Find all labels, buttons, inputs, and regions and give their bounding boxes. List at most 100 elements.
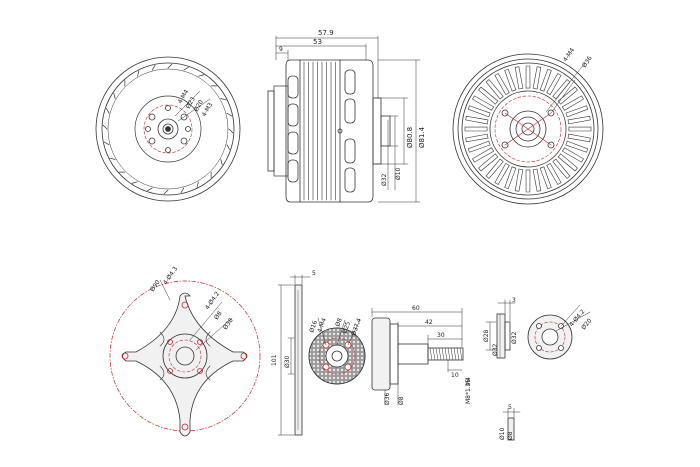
thread-line — [441, 347, 445, 361]
dim-shaft-length: 9 — [279, 46, 283, 53]
dim-thread-length: 10 — [451, 372, 459, 379]
label-d8-disc: Ø8 — [334, 317, 344, 328]
dim-adapter-d8: Ø8 — [398, 396, 405, 405]
label-d36: Ø36 — [581, 55, 594, 69]
dim-mount-d30: Ø30 — [284, 355, 291, 368]
cooling-fin — [567, 133, 591, 143]
dim-adapter-d32b: Ø32 — [511, 331, 518, 344]
dim-adapter-d36: Ø36 — [384, 392, 391, 405]
thread-line — [435, 347, 439, 361]
dim-adapter-mid: 42 — [425, 319, 433, 326]
rim-slot — [220, 159, 223, 166]
cooling-fin — [485, 158, 504, 179]
prop-side-labels: 60 42 30 10 Ø8 Ø36 M8*1.25 M4 — [384, 305, 472, 405]
thread-line — [447, 347, 451, 361]
dim-thread-m4: M4 — [465, 377, 472, 386]
rim-slot — [220, 98, 227, 101]
mount-side-labels: 5 101 Ø30 — [271, 270, 316, 368]
dim-mount-thickness: 5 — [312, 270, 316, 277]
rim-slot — [183, 66, 189, 71]
rim-slot — [109, 157, 116, 160]
cooling-fin — [552, 158, 571, 179]
top-right-view — [452, 53, 604, 205]
cooling-fin — [467, 140, 491, 153]
side-view — [267, 35, 421, 203]
rim-slot — [151, 64, 156, 71]
mount-view — [109, 279, 261, 437]
side-view-labels: 57.9 53 9 Ø81.4 Ø80.8 Ø10 Ø32 — [279, 29, 426, 186]
thread-line — [429, 347, 433, 361]
dim-outer-diameter: Ø81.4 — [418, 126, 426, 148]
label-d374: Ø37.4 — [350, 317, 363, 337]
adapter-front-view — [527, 304, 591, 360]
thread-line — [453, 347, 457, 361]
dim-adapter-d28: Ø28 — [483, 329, 490, 342]
cooling-fin — [494, 73, 510, 96]
thread-line — [459, 347, 463, 361]
dim-adapter-d32a: Ø32 — [492, 343, 499, 356]
rim-slot — [113, 92, 116, 99]
dim-thread-m8: M8*1.25 — [465, 378, 472, 404]
rim-slot — [228, 128, 234, 134]
dim-adapter-length: 60 — [412, 305, 420, 312]
cooling-fin — [565, 105, 589, 118]
thread-line — [456, 347, 460, 361]
cooling-fin — [532, 168, 542, 192]
cooling-fin — [472, 95, 495, 111]
rim-slot — [226, 144, 231, 150]
prop-disc-view — [308, 317, 366, 385]
cooling-fin — [561, 95, 584, 111]
rim-slot — [196, 181, 199, 188]
cooling-fin — [539, 68, 552, 92]
rim-slot — [103, 141, 110, 146]
cooling-fin — [504, 68, 517, 92]
label-d20-b: Ø20 — [580, 317, 593, 331]
small-part-view — [502, 407, 521, 441]
dim-shaft-d10: Ø10 — [395, 167, 402, 180]
cooling-fin — [557, 153, 578, 172]
rim-slot — [163, 189, 169, 195]
rim-slot — [180, 187, 185, 194]
cooling-fin — [485, 79, 504, 100]
cooling-fin — [465, 115, 489, 125]
cooling-fin — [546, 73, 562, 96]
cooling-fin — [525, 169, 531, 193]
adapter-side-labels: 3 Ø28 Ø32 Ø32 — [483, 297, 518, 356]
label-4d42: 4-Ø4.2 — [204, 290, 221, 311]
thread-line — [438, 347, 442, 361]
dim-body-length: 53 — [313, 38, 322, 46]
rim-slot — [102, 124, 108, 130]
label-d25: Ø25 — [341, 321, 352, 335]
cooling-fin — [561, 147, 584, 163]
prop-side-view — [371, 307, 464, 406]
dim-adapter-shaft: 30 — [437, 332, 445, 339]
cooling-fin — [464, 126, 488, 132]
dim-part-width: 5 — [508, 404, 512, 411]
rim-slot — [137, 70, 140, 77]
cooling-fin — [557, 86, 578, 105]
thread-line — [432, 347, 436, 361]
cooling-fin — [567, 115, 591, 125]
top-right-labels: 4-M4 Ø36 — [562, 47, 594, 69]
cooling-fin — [552, 79, 571, 100]
cooling-fin — [565, 140, 589, 153]
cooling-fin — [546, 162, 562, 185]
cooling-fin — [472, 147, 495, 163]
rim-slot — [147, 187, 153, 192]
label-d90: Ø90 — [149, 279, 162, 293]
dim-shaft-d32: Ø32 — [381, 173, 388, 186]
rim-slot — [167, 63, 173, 69]
rim-slot — [198, 74, 205, 77]
label-4m4-c: 4-M4 — [316, 317, 328, 334]
cooling-fin — [532, 66, 542, 90]
dim-part-d8: Ø8 — [507, 431, 514, 440]
rim-slot — [226, 112, 233, 117]
adapter-front-labels: 4-Ø4.2 Ø20 — [568, 308, 593, 331]
rim-slot — [131, 181, 138, 184]
thread-line — [450, 347, 454, 361]
cooling-fin — [514, 168, 524, 192]
dim-adapter-thk: 3 — [512, 297, 516, 304]
cooling-fin — [525, 65, 531, 89]
label-4d43: 4-Ø4.3 — [162, 265, 179, 286]
